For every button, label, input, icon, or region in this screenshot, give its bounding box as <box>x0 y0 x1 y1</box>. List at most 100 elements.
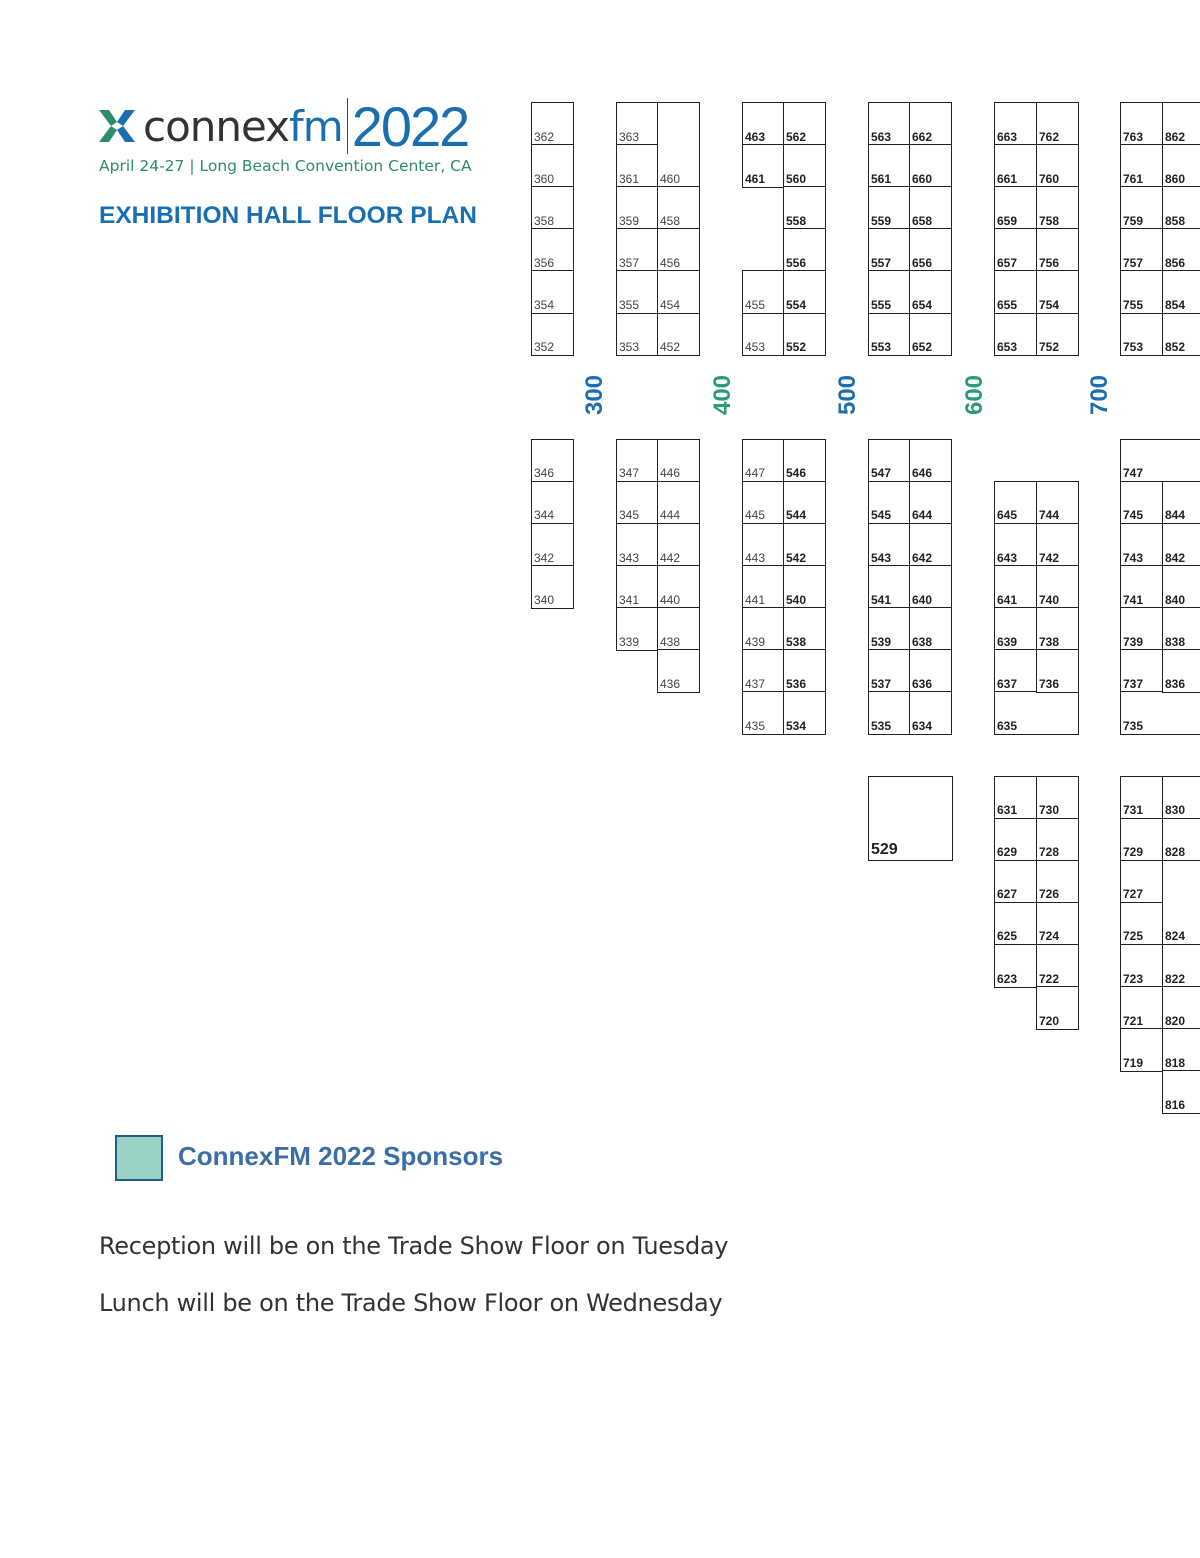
booth-842[interactable]: 842 <box>1162 523 1200 567</box>
booth-444[interactable]: 444 <box>657 480 700 525</box>
booth-362[interactable]: 362 <box>531 102 574 146</box>
booth-562[interactable]: 562 <box>783 102 826 146</box>
booth-542[interactable]: 542 <box>783 523 826 567</box>
booth-447[interactable]: 447 <box>742 438 785 483</box>
booth-340[interactable]: 340 <box>531 565 574 609</box>
booth-661[interactable]: 661 <box>994 144 1037 188</box>
booth-544[interactable]: 544 <box>783 480 826 525</box>
booth-738[interactable]: 738 <box>1036 607 1079 651</box>
booth-546[interactable]: 546 <box>783 438 826 483</box>
booth-720[interactable]: 720 <box>1036 986 1079 1030</box>
booth-731[interactable]: 731 <box>1120 775 1163 820</box>
booth-762[interactable]: 762 <box>1036 102 1079 146</box>
booth-844[interactable]: 844 <box>1162 480 1200 525</box>
booth-754[interactable]: 754 <box>1036 270 1079 314</box>
booth-352[interactable]: 352 <box>531 312 574 357</box>
booth-561[interactable]: 561 <box>868 144 911 188</box>
booth-346[interactable]: 346 <box>531 438 574 483</box>
booth-753[interactable]: 753 <box>1120 312 1163 357</box>
booth-862[interactable]: 862 <box>1162 102 1200 146</box>
booth-655[interactable]: 655 <box>994 270 1037 314</box>
booth-727[interactable]: 727 <box>1120 859 1163 904</box>
booth-816[interactable]: 816 <box>1162 1070 1200 1114</box>
booth-735[interactable]: 735 <box>1120 691 1200 735</box>
booth-820[interactable]: 820 <box>1162 986 1200 1030</box>
booth-339[interactable]: 339 <box>616 607 659 651</box>
booth-455[interactable]: 455 <box>742 270 785 314</box>
booth-656[interactable]: 656 <box>909 228 952 272</box>
booth-652[interactable]: 652 <box>909 312 952 357</box>
booth-659[interactable]: 659 <box>994 186 1037 230</box>
booth-662[interactable]: 662 <box>909 102 952 146</box>
booth-458[interactable]: 458 <box>657 186 700 230</box>
booth-360[interactable]: 360 <box>531 144 574 188</box>
booth-728[interactable]: 728 <box>1036 817 1079 862</box>
booth-760[interactable]: 760 <box>1036 144 1079 188</box>
booth-740[interactable]: 740 <box>1036 565 1079 609</box>
booth-342[interactable]: 342 <box>531 523 574 567</box>
booth-642[interactable]: 642 <box>909 523 952 567</box>
booth-355[interactable]: 355 <box>616 270 659 314</box>
booth-638[interactable]: 638 <box>909 607 952 651</box>
booth-838[interactable]: 838 <box>1162 607 1200 651</box>
booth-631[interactable]: 631 <box>994 775 1037 820</box>
booth-627[interactable]: 627 <box>994 859 1037 904</box>
booth-758[interactable]: 758 <box>1036 186 1079 230</box>
booth-341[interactable]: 341 <box>616 565 659 609</box>
booth-730[interactable]: 730 <box>1036 775 1079 820</box>
booth-822[interactable]: 822 <box>1162 944 1200 988</box>
booth-555[interactable]: 555 <box>868 270 911 314</box>
booth-752[interactable]: 752 <box>1036 312 1079 357</box>
booth-442[interactable]: 442 <box>657 523 700 567</box>
booth-529[interactable]: 529 <box>868 775 953 862</box>
booth-553[interactable]: 553 <box>868 312 911 357</box>
booth-456[interactable]: 456 <box>657 228 700 272</box>
booth-852[interactable]: 852 <box>1162 312 1200 357</box>
booth-743[interactable]: 743 <box>1120 523 1163 567</box>
booth-557[interactable]: 557 <box>868 228 911 272</box>
booth-741[interactable]: 741 <box>1120 565 1163 609</box>
booth-724[interactable]: 724 <box>1036 901 1079 946</box>
booth-554[interactable]: 554 <box>783 270 826 314</box>
booth-363[interactable]: 363 <box>616 102 659 146</box>
booth-547[interactable]: 547 <box>868 438 911 483</box>
booth-361[interactable]: 361 <box>616 144 659 188</box>
booth-643[interactable]: 643 <box>994 523 1037 567</box>
booth-540[interactable]: 540 <box>783 565 826 609</box>
booth-552[interactable]: 552 <box>783 312 826 357</box>
booth-623[interactable]: 623 <box>994 944 1037 988</box>
booth-354[interactable]: 354 <box>531 270 574 314</box>
booth-756[interactable]: 756 <box>1036 228 1079 272</box>
booth-460[interactable]: 460 <box>657 102 700 188</box>
booth-453[interactable]: 453 <box>742 312 785 357</box>
booth-359[interactable]: 359 <box>616 186 659 230</box>
booth-830[interactable]: 830 <box>1162 775 1200 820</box>
booth-719[interactable]: 719 <box>1120 1028 1163 1072</box>
booth-660[interactable]: 660 <box>909 144 952 188</box>
booth-640[interactable]: 640 <box>909 565 952 609</box>
booth-858[interactable]: 858 <box>1162 186 1200 230</box>
booth-653[interactable]: 653 <box>994 312 1037 357</box>
booth-663[interactable]: 663 <box>994 102 1037 146</box>
booth-635[interactable]: 635 <box>994 691 1079 735</box>
booth-353[interactable]: 353 <box>616 312 659 357</box>
booth-723[interactable]: 723 <box>1120 944 1163 988</box>
booth-446[interactable]: 446 <box>657 438 700 483</box>
booth-559[interactable]: 559 <box>868 186 911 230</box>
booth-461[interactable]: 461 <box>742 144 785 188</box>
booth-625[interactable]: 625 <box>994 901 1037 946</box>
booth-439[interactable]: 439 <box>742 607 785 651</box>
booth-538[interactable]: 538 <box>783 607 826 651</box>
booth-356[interactable]: 356 <box>531 228 574 272</box>
booth-537[interactable]: 537 <box>868 649 911 693</box>
booth-639[interactable]: 639 <box>994 607 1037 651</box>
booth-763[interactable]: 763 <box>1120 102 1163 146</box>
booth-755[interactable]: 755 <box>1120 270 1163 314</box>
booth-441[interactable]: 441 <box>742 565 785 609</box>
booth-818[interactable]: 818 <box>1162 1028 1200 1072</box>
booth-358[interactable]: 358 <box>531 186 574 230</box>
booth-636[interactable]: 636 <box>909 649 952 693</box>
booth-545[interactable]: 545 <box>868 480 911 525</box>
booth-644[interactable]: 644 <box>909 480 952 525</box>
booth-721[interactable]: 721 <box>1120 986 1163 1030</box>
